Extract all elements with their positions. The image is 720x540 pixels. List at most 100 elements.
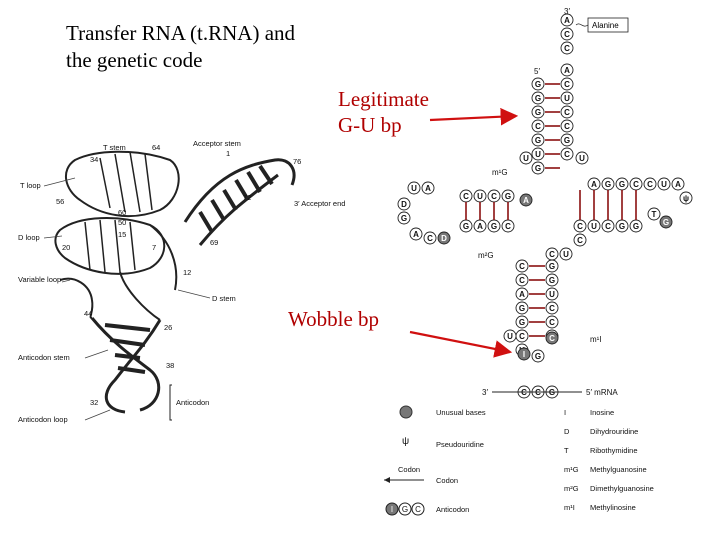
junction-base: U xyxy=(575,151,589,165)
acceptor-3-base: U xyxy=(560,91,574,105)
legend-codon-sample: Codon xyxy=(398,465,420,474)
anticodon-stem-3-base: U xyxy=(545,287,559,301)
t-stem-bottom-base: C xyxy=(601,219,615,233)
acceptor-3-base-letter: C xyxy=(564,108,570,117)
variable-base: C xyxy=(573,233,587,247)
label-44: 44 xyxy=(84,309,92,318)
acceptor-3-base: C xyxy=(560,147,574,161)
mrna-five-prime: 5′ mRNA xyxy=(586,388,618,397)
legend-abbrev-name: Dihydrouridine xyxy=(590,427,638,436)
legend-abbrev-symbol: D xyxy=(564,427,570,436)
label-anticodon-loop: Anticodon loop xyxy=(18,415,68,424)
anticodon-helix-strand-b xyxy=(104,319,162,414)
legend-anticodon-base: C xyxy=(411,502,425,516)
t-stem-bottom-base: U xyxy=(587,219,601,233)
d-stem-top-base-letter: C xyxy=(463,192,469,201)
junction-base-letter: U xyxy=(523,154,529,163)
t-loop-base-letter: T xyxy=(652,210,657,219)
anticodon-stem-3-base: C xyxy=(545,301,559,315)
label-1: 1 xyxy=(226,149,230,158)
acceptor-overhang-base-letter: C xyxy=(564,30,570,39)
legend-anticodon-letter: G xyxy=(402,505,408,514)
anticodon-loop-base-letter: U xyxy=(507,332,513,341)
wobble-callout: Wobble bp xyxy=(288,306,379,332)
callout-gu-line-2: G-U bp xyxy=(338,113,402,137)
acceptor-5-base-letter: G xyxy=(535,164,541,173)
anticodon-stem-3-base-letter: C xyxy=(549,318,555,327)
acceptor-5-base: G xyxy=(531,105,545,119)
anticodon-stem-5-base: G xyxy=(515,315,529,329)
t-stem-top-base-letter: C xyxy=(647,180,653,189)
legend-unusual-bases: Unusual bases xyxy=(436,408,486,417)
anticodon-stem-3-base: G xyxy=(545,259,559,273)
acceptor-3-base-letter: A xyxy=(564,66,570,75)
label-50: 50 xyxy=(118,218,126,227)
t-arm-helix xyxy=(65,150,180,217)
label-20: 20 xyxy=(62,243,70,252)
anticodon-loop-base: G xyxy=(531,349,545,363)
anticodon-helix-rungs xyxy=(104,323,151,374)
t-stem-top-base-letter: A xyxy=(675,180,681,189)
variable-base-letter: C xyxy=(549,250,555,259)
label-variable-loop: Variable loop xyxy=(18,275,61,284)
label-26: 26 xyxy=(164,323,172,332)
t-stem-bottom-base-letter: C xyxy=(577,222,583,231)
d-stem-bottom-base: G xyxy=(459,219,473,233)
callout-gu-line-1: Legitimate xyxy=(338,87,429,111)
acceptor-5-base: G xyxy=(531,161,545,175)
legend-psi-symbol: ψ xyxy=(402,436,409,447)
anticodon-loop-base-letter: I xyxy=(523,350,525,359)
label-56: 56 xyxy=(56,197,64,206)
variable-base-letter: U xyxy=(563,250,569,259)
anticodon-stem-3-base: C xyxy=(545,315,559,329)
anticodon-stem-5-base: G xyxy=(515,301,529,315)
t-stem-top-base: A xyxy=(671,177,685,191)
anticodon-bracket xyxy=(169,384,172,421)
acceptor-5-base: C xyxy=(531,119,545,133)
t-stem-bottom-base: G xyxy=(629,219,643,233)
legend-abbrev-name: Inosine xyxy=(590,408,614,417)
legend-anticodon-base: G xyxy=(398,502,412,516)
acceptor-5-base: U xyxy=(531,147,545,161)
label-anticodon: Anticodon xyxy=(176,398,209,407)
anticodon-stem-5-base-letter: G xyxy=(519,318,525,327)
d-stem-bottom-base-letter: A xyxy=(477,222,483,231)
label-leader-lines xyxy=(43,177,211,421)
anticodon-stem-5-base-letter: A xyxy=(519,290,525,299)
acceptor-3-base-letter: C xyxy=(564,122,570,131)
legend-abbrev-name: Ribothymidine xyxy=(590,446,638,455)
t-stem-top-base-letter: U xyxy=(661,180,667,189)
d-stem-top-base: G xyxy=(501,189,515,203)
variable-base: U xyxy=(559,247,573,261)
d-loop-base: G xyxy=(397,211,411,225)
wobble-arrow xyxy=(409,330,513,358)
anticodon-stem-5-base: C xyxy=(515,273,529,287)
legend-abbrev-symbol: T xyxy=(564,446,569,455)
acceptor-helix-rungs xyxy=(198,164,274,234)
t-stem-top-base-letter: C xyxy=(633,180,639,189)
t-stem-top-base: A xyxy=(587,177,601,191)
d-stem-bottom-base: G xyxy=(487,219,501,233)
label-60: 60 xyxy=(118,208,126,217)
legend: Unusual bases ψ Pseudouridine Codon Codo… xyxy=(384,405,486,514)
anticodon-stem-3-base: G xyxy=(545,273,559,287)
d-stem-top-base-letter: C xyxy=(491,192,497,201)
anticodon-loop-base: C xyxy=(545,331,559,345)
anticodon-stem-5-base-letter: G xyxy=(519,304,525,313)
d-stem-top-base-letter: G xyxy=(505,192,511,201)
d-stem-bottom-base: A xyxy=(473,219,487,233)
junction-base-letter: U xyxy=(579,154,585,163)
alanine-tag: Alanine xyxy=(575,17,629,33)
t-stem-top-base: G xyxy=(601,177,615,191)
anticodon-stem-5-base-letter: C xyxy=(519,332,525,341)
d-stem-bottom-base-letter: G xyxy=(463,222,469,231)
label-t-loop: T loop xyxy=(20,181,41,190)
t-stem-top-base: G xyxy=(615,177,629,191)
acceptor-3-base-letter: C xyxy=(564,80,570,89)
t-stem-top-base: C xyxy=(629,177,643,191)
legend-anticodon-letter: I xyxy=(391,505,393,514)
d-loop-base-letter: A xyxy=(425,184,431,193)
acceptor-5-base-letter: G xyxy=(535,94,541,103)
t-loop-base: G xyxy=(659,215,673,229)
